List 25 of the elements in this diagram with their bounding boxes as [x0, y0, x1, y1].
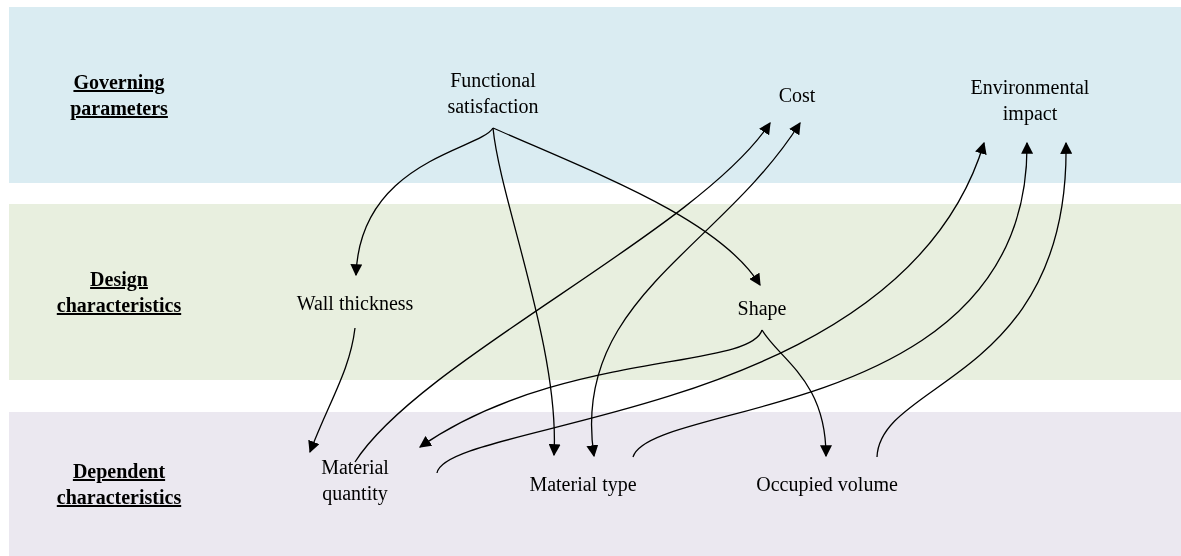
node-label: Material quantity — [300, 454, 410, 506]
node-label: Environmental impact — [945, 74, 1115, 126]
node-label: Cost — [767, 82, 827, 108]
arrow — [351, 127, 494, 277]
arrow — [876, 141, 1072, 458]
arrow — [354, 122, 771, 463]
node-label: Occupied volume — [737, 471, 917, 497]
node-label: Wall thickness — [270, 290, 440, 316]
node-label: Material type — [508, 471, 658, 497]
arrow — [632, 141, 1032, 458]
arrow — [492, 127, 561, 457]
band — [9, 7, 1181, 183]
node-label: Shape — [722, 295, 802, 321]
arrow — [587, 122, 801, 458]
arrow — [761, 329, 832, 458]
band — [9, 204, 1181, 380]
band-heading: Governing parameters — [69, 70, 169, 121]
band-heading: Dependent characteristics — [55, 459, 183, 510]
arrow — [419, 329, 763, 448]
band-heading: Design characteristics — [55, 267, 183, 318]
arrow — [308, 327, 356, 454]
band — [9, 412, 1181, 556]
node-label: Functional satisfaction — [418, 67, 568, 119]
arrow — [436, 141, 986, 474]
arrow — [492, 127, 761, 286]
